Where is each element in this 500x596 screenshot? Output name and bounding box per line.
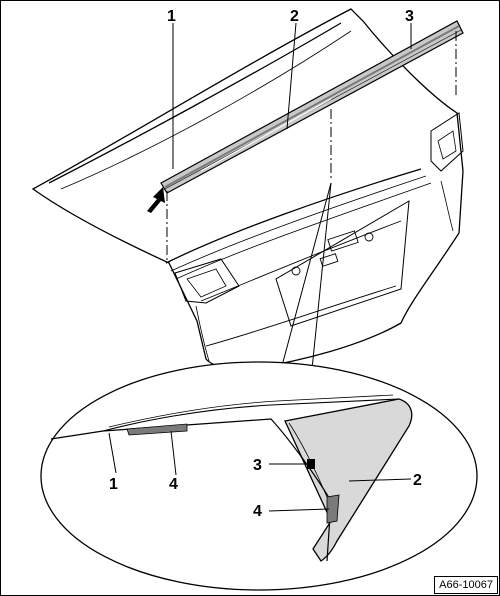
- trunk-lid-outline: [31, 8, 464, 371]
- detail-lead-lines: [278, 182, 332, 380]
- detail-callout-leaders: [108, 430, 412, 512]
- callout-4b-detail: 4: [253, 503, 262, 520]
- callout-1-detail: 1: [109, 476, 118, 493]
- callout-1-main: 1: [167, 8, 176, 25]
- trunk-emblem: [291, 230, 374, 276]
- callout-3-main: 3: [405, 8, 414, 25]
- callout-2-detail: 2: [413, 472, 422, 489]
- detail-ellipse: [40, 361, 478, 591]
- detail-seal-section: [50, 394, 413, 562]
- callout-3-detail: 3: [253, 457, 262, 474]
- reference-code: A66-10067: [434, 576, 498, 594]
- main-callout-leaders: [172, 22, 412, 169]
- seal-strip: [160, 20, 464, 194]
- alignment-lines: [166, 31, 457, 263]
- insertion-arrow: [147, 187, 165, 213]
- callout-4a-detail: 4: [169, 476, 178, 493]
- callout-2-main: 2: [290, 8, 299, 25]
